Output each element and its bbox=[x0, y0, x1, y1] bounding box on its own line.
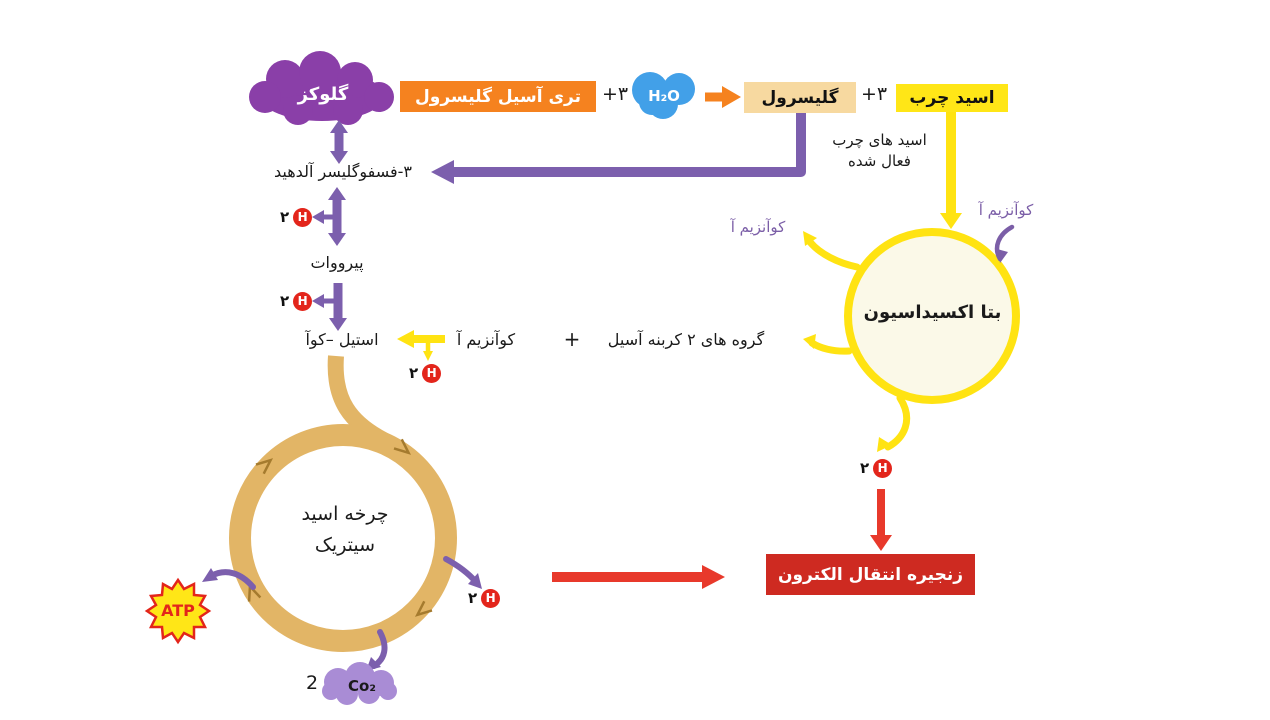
2h-badge-pyruvate: ۲ H bbox=[280, 291, 313, 311]
co2-label: Co₂ bbox=[348, 677, 376, 695]
hydrogen-icon: H bbox=[293, 291, 313, 311]
hydrogen-icon: H bbox=[422, 363, 442, 383]
glucose-label: گلوکز bbox=[297, 84, 349, 105]
acetyl-coa-label: استیل –کوآ bbox=[305, 330, 379, 349]
beta-oxidation-label: بتا اکسیداسیون bbox=[863, 302, 1002, 323]
cycle-to-2h-arrow bbox=[443, 556, 482, 589]
h-count: ۲ bbox=[280, 292, 290, 310]
h-count: ۲ bbox=[409, 364, 419, 382]
water-label: H₂O bbox=[648, 87, 680, 105]
2h-badge-pgal: ۲ H bbox=[280, 207, 313, 227]
plus-three-fatty: +۳ bbox=[860, 83, 888, 105]
atp-label: ATP bbox=[161, 601, 195, 620]
pgal-pyruvate-arrow bbox=[312, 187, 346, 246]
coa-into-beta-arrow bbox=[994, 224, 1015, 263]
coa-to-acetyl-arrow bbox=[397, 330, 445, 361]
plus-three-water: +۳ bbox=[601, 83, 629, 105]
coenzyme-a-in-label: کوآنزیم آ bbox=[978, 201, 1034, 219]
coenzyme-a-out-label: کوآنزیم آ bbox=[730, 218, 786, 236]
hydrogen-icon: H bbox=[293, 207, 313, 227]
pyruvate-label: پیرووات bbox=[310, 253, 364, 272]
activated-fatty-acids-line2: فعال شده bbox=[848, 152, 911, 170]
beta-2h-out-arrow bbox=[877, 394, 911, 452]
acyl-groups-label: گروه های ۲ کربنه آسیل bbox=[607, 330, 765, 349]
phosphoglyceraldehyde-label: ۳-فسفوگلیسر آلدهید bbox=[274, 162, 412, 181]
triacylglycerol-label: تری آسیل گلیسرول bbox=[415, 86, 581, 107]
hydrogen-icon: H bbox=[873, 458, 893, 478]
2h-badge-cycle: ۲ H bbox=[468, 588, 501, 608]
glucose-pgal-arrow bbox=[330, 120, 348, 164]
glycerol-box: گلیسرول bbox=[744, 82, 856, 113]
fatty-acid-label: اسید چرب bbox=[909, 88, 995, 108]
h-count: ۲ bbox=[860, 459, 870, 477]
citric-cycle-label-line1: چرخه اسید bbox=[301, 503, 389, 525]
co2-count: 2 bbox=[305, 672, 319, 694]
h-count: ۲ bbox=[280, 208, 290, 226]
h-to-etc-arrow bbox=[870, 489, 892, 551]
glycerol-to-pgal-arrow bbox=[431, 112, 806, 184]
pyruvate-acetyl-arrow bbox=[312, 283, 347, 331]
hydrolysis-arrow bbox=[705, 86, 741, 108]
h-count: ۲ bbox=[468, 589, 478, 607]
hydrogen-icon: H bbox=[481, 588, 501, 608]
beta-oxidation-circle bbox=[844, 228, 1020, 404]
coenzyme-a-equation-label: کوآنزیم آ bbox=[456, 330, 516, 349]
activated-fatty-acids-line1: اسید های چرب bbox=[832, 131, 927, 149]
beta-acyl-out-arrow bbox=[803, 334, 853, 355]
glycerol-label: گلیسرول bbox=[761, 87, 839, 108]
2h-badge-acetyl: ۲ H bbox=[409, 363, 442, 383]
citric-cycle-label-line2: سیتریک bbox=[314, 534, 376, 556]
triacylglycerol-box: تری آسیل گلیسرول bbox=[400, 81, 596, 112]
2h-badge-beta: ۲ H bbox=[860, 458, 893, 478]
water-cloud bbox=[632, 72, 695, 119]
plus-sign: + bbox=[563, 327, 581, 351]
fatty-acid-to-beta-arrow bbox=[940, 110, 962, 229]
glucose-cloud bbox=[249, 51, 394, 125]
co2-cloud bbox=[322, 662, 397, 705]
electron-transport-chain-label: زنجیره انتقال الکترون bbox=[777, 564, 964, 585]
cycle-to-atp-arrow bbox=[202, 568, 256, 590]
citric-cycle-ring bbox=[229, 424, 457, 652]
beta-coa-out-arrow bbox=[803, 231, 861, 271]
electron-transport-chain-box: زنجیره انتقال الکترون bbox=[766, 554, 975, 595]
cycle-to-etc-arrow bbox=[552, 565, 725, 589]
atp-starburst bbox=[144, 577, 212, 645]
fatty-acid-box: اسید چرب bbox=[896, 84, 1008, 112]
